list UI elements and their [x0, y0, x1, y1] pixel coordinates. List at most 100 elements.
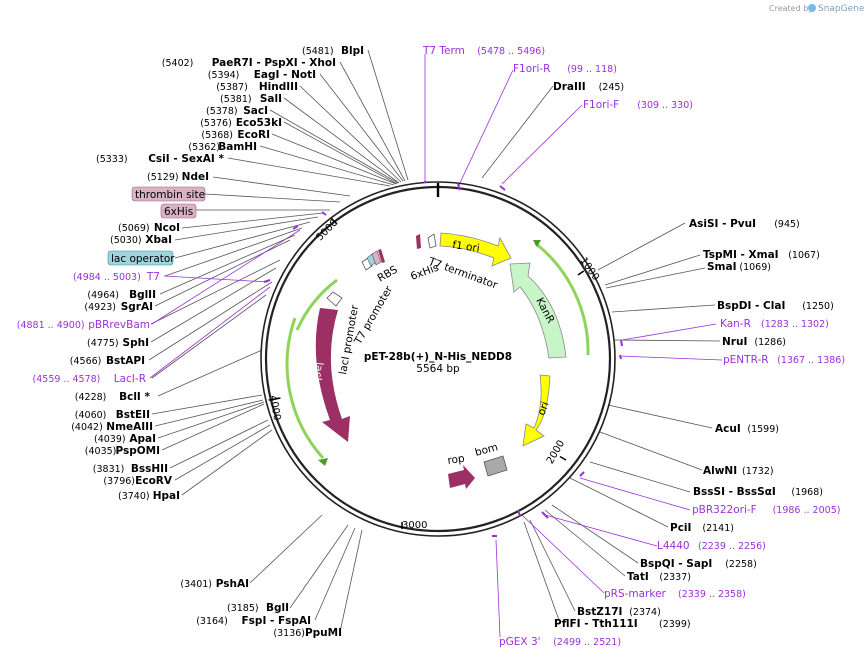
site-label: PciI	[670, 522, 691, 534]
site-position: (245)	[599, 82, 625, 93]
site-position: (4035)	[85, 446, 117, 457]
site-position: (5381)	[220, 94, 252, 105]
primer-label: Kan-R	[720, 318, 751, 330]
site-position: (4039)	[94, 434, 126, 445]
tick-3000: 3000	[402, 520, 427, 531]
boxed-feature-thrombin: thrombin site	[131, 186, 206, 202]
arc-arrowhead-icon	[318, 458, 328, 466]
site-position: (5376)	[200, 118, 232, 129]
site-position: (4228)	[75, 392, 107, 403]
site-label: NruI	[722, 336, 747, 348]
site-position: (945)	[774, 219, 800, 230]
primer-position: (2339 .. 2358)	[678, 589, 746, 600]
tick-4000: 4000	[267, 394, 282, 421]
boxed-feature-lac-operator: lac operator	[107, 250, 175, 266]
site-position: (1286)	[754, 337, 786, 348]
site-position: (5387)	[216, 82, 248, 93]
site-position: (3164)	[196, 616, 228, 627]
thrombin-site-label: thrombin site	[135, 189, 205, 201]
primer-label: pBRrevBam	[88, 319, 150, 331]
primer-label: pBR322ori-F	[692, 504, 757, 516]
f1-ori-feature: f1 ori	[439, 232, 512, 267]
primer-position: (1367 .. 1386)	[777, 355, 845, 366]
plasmid-length: 5564 bp	[416, 363, 460, 375]
site-position: (2337)	[659, 572, 691, 583]
site-label: BstAPI	[106, 355, 145, 367]
site-label: XbaI	[145, 234, 172, 246]
insert-cluster: RBS	[361, 249, 400, 285]
site-position: (1968)	[791, 487, 823, 498]
laci-arc	[285, 317, 325, 460]
site-position: (5402)	[162, 58, 194, 69]
primer-label: pENTR-R	[723, 354, 769, 366]
site-label: SphI	[123, 337, 149, 349]
site-label: EcoRV	[135, 475, 173, 487]
primer-position: (5478 .. 5496)	[477, 46, 545, 57]
site-position: (3401)	[180, 579, 212, 590]
left-site-labels: BlpI(5481)PaeR7I - PspXI - XhoI(5402)Eag…	[70, 45, 364, 639]
site-position: (1250)	[802, 301, 834, 312]
watermark-brand: SnapGene	[818, 4, 865, 14]
site-position: (2399)	[659, 619, 691, 630]
site-position: (4042)	[71, 422, 103, 433]
primer-position: (309 .. 330)	[637, 100, 693, 111]
site-position: (5129)	[147, 172, 179, 183]
site-position: (2374)	[629, 607, 661, 618]
site-label: BspDI - ClaI	[717, 300, 785, 312]
site-position: (5362)	[188, 142, 220, 153]
primer-label: pRS-marker	[604, 588, 667, 600]
snapgene-logo-icon	[808, 4, 816, 12]
site-label: BamHI	[218, 141, 257, 153]
ori-label: ori	[536, 400, 552, 417]
primer-position: (2499 .. 2521)	[553, 637, 621, 648]
right-site-labels: DraIII(245)AsiSI - PvuI(945)TspMI - XmaI…	[553, 81, 834, 630]
primer-label: L4440	[657, 540, 690, 552]
site-position: (2141)	[702, 523, 734, 534]
site-label: HpaI	[153, 490, 180, 502]
kanr-feature: KanR	[509, 262, 567, 359]
site-label: BglI	[266, 602, 289, 614]
site-position: (5069)	[118, 223, 150, 234]
bom-feature: bom	[474, 441, 508, 477]
site-position: (3136)	[273, 628, 305, 639]
arc-arrowhead-icon	[533, 240, 541, 247]
primer-leader-lines	[149, 54, 723, 638]
kanr-promoter-arc	[534, 241, 590, 356]
site-label: PshAI	[216, 578, 249, 590]
site-position: (1732)	[742, 466, 774, 477]
site-label: BstZ17I	[577, 606, 622, 618]
site-position: (4060)	[75, 410, 107, 421]
primer-position: (4881 .. 4900)	[17, 320, 85, 331]
laci-label: lacI	[311, 362, 325, 381]
rop-label: rop	[447, 453, 466, 467]
site-label: EagI - NotI	[254, 69, 316, 81]
rop-feature: rop	[447, 453, 475, 489]
site-label: BglII	[129, 289, 156, 301]
site-label: Eco53kI	[236, 117, 282, 129]
site-position: (3796)	[103, 476, 135, 487]
site-position: (3831)	[93, 464, 125, 475]
site-label: BssHII	[131, 463, 168, 475]
site-position: (5378)	[206, 106, 238, 117]
site-label: TatI	[627, 571, 649, 583]
primer-labels: T7 Term(5478 .. 5496)F1ori-R(99 .. 118)F…	[17, 45, 845, 648]
site-position: (1599)	[747, 424, 779, 435]
rbs-label: RBS	[376, 264, 400, 285]
site-label: PspOMI	[115, 445, 160, 457]
site-label: AcuI	[715, 423, 741, 435]
site-position: (5030)	[110, 235, 142, 246]
site-position: (3740)	[118, 491, 150, 502]
site-position: (4964)	[87, 290, 119, 301]
site-label: SgrAI	[121, 301, 153, 313]
site-label: HindIII	[259, 81, 298, 93]
tick-1000: 1000	[577, 256, 601, 283]
site-position: (1069)	[739, 262, 771, 273]
primer-position: (1986 .. 2005)	[773, 505, 841, 516]
backbone	[260, 181, 616, 537]
laci-feature: lacI	[311, 308, 350, 442]
site-label: SmaI	[707, 261, 737, 273]
6xhis-box-label: 6xHis	[164, 206, 193, 218]
primer-label: F1ori-R	[513, 63, 550, 75]
lac-operator-label: lac operator	[111, 253, 175, 265]
primer-position: (4984 .. 5003)	[73, 272, 141, 283]
